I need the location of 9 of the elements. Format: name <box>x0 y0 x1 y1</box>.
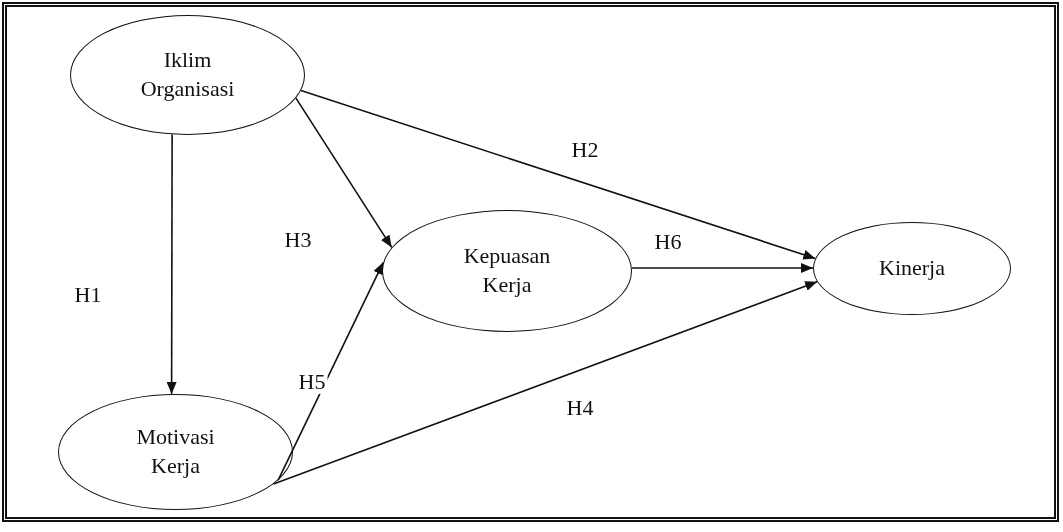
arrow <box>631 263 814 273</box>
node-label: Kinerja <box>879 254 945 283</box>
arrow <box>295 97 393 249</box>
arrow <box>166 133 177 395</box>
arrow <box>300 89 817 260</box>
node-label: Iklim Organisasi <box>139 46 236 103</box>
arrow <box>272 281 818 485</box>
node-label: Kepuasan Kerja <box>462 242 552 299</box>
node-label: Motivasi Kerja <box>135 423 216 480</box>
